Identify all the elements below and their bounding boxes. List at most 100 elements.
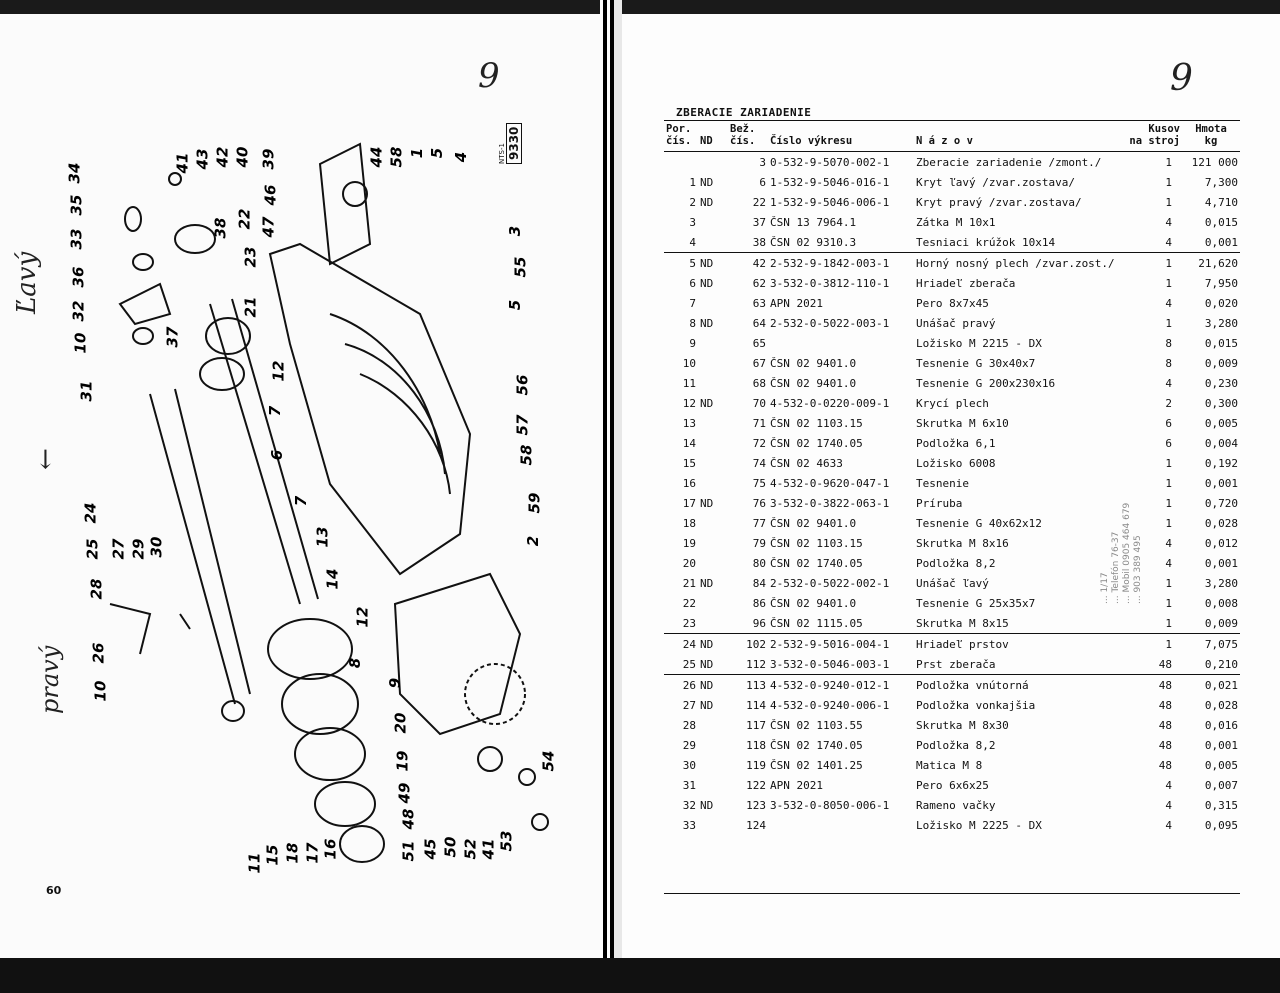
callout-label: 37 [163, 326, 182, 348]
cell-por: 7 [689, 296, 696, 310]
cell-bez: 22 [752, 195, 766, 209]
cell-bez: 77 [752, 516, 766, 530]
cell-nazov: Pero 6x6x25 [916, 778, 989, 792]
cell-kusov: 1 [1165, 596, 1172, 610]
callout-label: 44 [367, 146, 386, 168]
cell-hmota: 0,012 [1204, 536, 1238, 550]
cell-bez: 113 [728, 674, 768, 695]
cell-bez: 70 [752, 396, 766, 410]
callout-label: 1 [408, 147, 427, 159]
cell-nazov: Rameno vačky [916, 798, 996, 812]
cell-bez: 67 [752, 356, 766, 370]
cell-kusov: 4 [1165, 818, 1172, 832]
cell-nazov: Tesnenie G 30x40x7 [916, 356, 1036, 370]
cell-hmota: 0,009 [1204, 356, 1238, 370]
callout-label: 33 [67, 228, 86, 250]
cell-bez: 122 [746, 778, 766, 792]
cell-nazov: Krycí plech [916, 396, 989, 410]
cell-nd [698, 473, 728, 493]
handwritten-page-mark: 9 [478, 56, 500, 96]
cell-nd: ND [700, 798, 714, 812]
cell-nazov: Ložisko M 2225 - DX [916, 818, 1042, 832]
cam-roller [477, 746, 503, 772]
cell-nazov: Pero 8x7x45 [916, 296, 989, 310]
cell-hmota: 3,280 [1204, 576, 1238, 590]
cell-cislo: 0-532-9-5070-002-1 [770, 155, 890, 169]
cell-kusov: 1 [1165, 616, 1172, 630]
book-spine [600, 0, 622, 993]
cell-nazov: Tesnenie G 40x62x12 [916, 516, 1042, 530]
cell-bez: 63 [752, 296, 766, 310]
cell-bez: 76 [752, 496, 766, 510]
cell-por: 33 [682, 818, 696, 832]
cell-nd [698, 333, 728, 353]
cell-kusov: 1 [1165, 456, 1172, 470]
cell-por [664, 152, 698, 173]
finger-shaft [149, 388, 251, 705]
cell-bez: 68 [752, 376, 766, 390]
cell-hmota: 0,001 [1204, 235, 1238, 249]
cell-nd [698, 433, 728, 453]
callout-label: 53 [497, 830, 516, 852]
cell-cislo [768, 333, 902, 353]
cell-nazov: Tesnenie [916, 476, 969, 490]
cell-bez: 3 [759, 155, 766, 169]
cell-nazov: Tesniaci krúžok 10x14 [916, 235, 1056, 249]
flange-upper [199, 357, 245, 391]
callout-label: 12 [353, 606, 372, 628]
cell-bez: 64 [752, 316, 766, 330]
page-title: ZBERACIE ZARIADENIE [676, 106, 812, 119]
small-nut [168, 172, 182, 186]
callout-label: 50 [441, 836, 460, 858]
callout-label: 13 [313, 526, 332, 548]
cell-hmota: 0,004 [1204, 436, 1238, 450]
cell-bez: 38 [752, 235, 766, 249]
callout-label: 48 [399, 808, 418, 830]
cell-por: 30 [682, 758, 696, 772]
callout-label: 31 [77, 380, 96, 402]
cell-cislo: ČSN 02 1103.15 [770, 416, 863, 430]
cell-kusov: 1 [1165, 316, 1172, 330]
callout-label: 55 [511, 256, 530, 278]
cell-por: 14 [682, 436, 696, 450]
callout-label: 8 [346, 657, 365, 669]
cell-nd: ND [700, 496, 714, 510]
cell-por: 20 [682, 556, 696, 570]
header-cislo: Číslo výkresu [768, 121, 902, 152]
cell-cislo: ČSN 13 7964.1 [770, 215, 857, 229]
callout-label: 29 [129, 538, 148, 560]
cell-nazov: Zberacie zariadenie /zmont./ [916, 155, 1102, 169]
cell-por: 6 [689, 276, 696, 290]
cell-nazov: Podložka vnútorná [902, 674, 1124, 695]
cell-cislo: ČSN 02 9401.0 [770, 376, 857, 390]
cell-nazov: Ložisko M 2215 - DX [916, 336, 1042, 350]
cell-cislo: 4-532-0-0220-009-1 [770, 396, 890, 410]
cell-kusov: 6 [1165, 436, 1172, 450]
header-hmota: Hmota kg [1182, 121, 1240, 152]
callout-label: 39 [259, 148, 278, 170]
cell-hmota: 7,950 [1204, 276, 1238, 290]
callout-label: 52 [461, 838, 480, 860]
cell-por: 25 [682, 657, 696, 671]
cell-bez: 117 [746, 718, 766, 732]
cell-kusov: 4 [1165, 215, 1172, 229]
cell-nazov: Kryt ľavý /zvar.zostava/ [916, 175, 1075, 189]
cell-bez: 62 [752, 276, 766, 290]
cell-por: 12 [682, 396, 696, 410]
cell-cislo: 2-532-0-5022-003-1 [770, 316, 890, 330]
cell-bez: 84 [752, 576, 766, 590]
right-driver [205, 317, 251, 355]
cell-cislo: 2-532-9-1842-003-1 [768, 252, 902, 273]
upper-bracket [318, 142, 372, 266]
parts-table-container: Por. čís. ND Bež. čís. Číslo výkresu N á… [664, 120, 1240, 894]
cam-arm [118, 282, 172, 326]
cell-nd [698, 735, 728, 755]
